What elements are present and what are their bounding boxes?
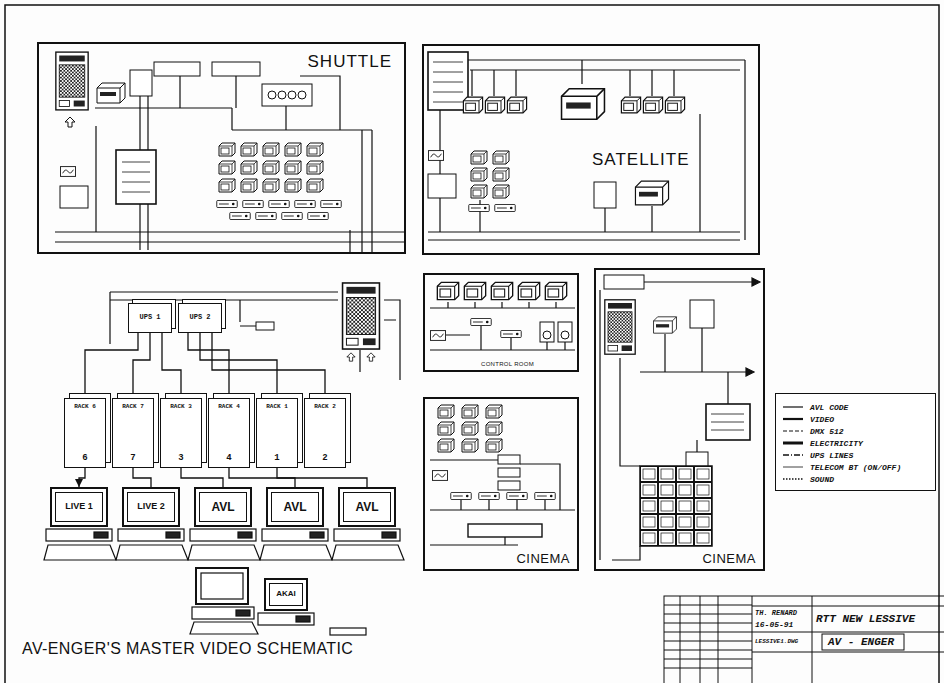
area-name: CINEMA: [700, 551, 758, 566]
node-label: RACK 1: [266, 404, 288, 410]
area-name: CINEMA: [514, 551, 572, 566]
node-label: LIVE 2: [137, 502, 165, 511]
node-label: AVL: [211, 501, 234, 514]
node-label: RACK 6: [74, 404, 96, 410]
computer-monitor: AKAI: [264, 578, 308, 611]
legend-text: AVL CODE: [810, 403, 848, 412]
legend-line-sample: [783, 442, 803, 445]
connector-line: [181, 468, 223, 487]
rack-number: 1: [274, 454, 279, 463]
node-label: RACK 2: [314, 404, 336, 410]
legend-row: DMX 512: [782, 425, 929, 437]
area-panel: CINEMA: [594, 268, 765, 571]
computer-monitor: AVL: [194, 487, 252, 527]
legend-swatch: [782, 415, 804, 423]
legend-text: SOUND: [810, 475, 834, 484]
legend-swatch: [782, 451, 804, 459]
node-label: AVL: [283, 501, 306, 514]
rack-number: 4: [226, 454, 231, 463]
legend-row: VIDEO: [782, 413, 929, 425]
node-label: AKAI: [276, 590, 296, 598]
legend-box: AVL CODE VIDEO DMX 512ELECTRICITY UPS LINES…: [775, 393, 936, 491]
diagram-title: AV-ENGER'S MASTER VIDEO SCHEMATIC: [20, 640, 355, 658]
node-label: UPS 2: [189, 314, 210, 321]
legend-text: DMX 512: [810, 427, 844, 436]
legend-row: SOUND: [782, 473, 929, 485]
legend-row: UPS LINES: [782, 449, 929, 461]
legend-swatch: [782, 427, 804, 435]
legend-line-sample: [783, 418, 803, 420]
legend-text: VIDEO: [810, 415, 834, 424]
legend-row: TELECOM BT (ON/OFF): [782, 461, 929, 473]
title-block-text: TH. RENARD: [755, 610, 797, 617]
connector-line: [133, 333, 150, 398]
rack-number: 2: [322, 454, 327, 463]
legend-text: TELECOM BT (ON/OFF): [810, 463, 901, 472]
node-label: LIVE 1: [65, 502, 93, 511]
node-label: RACK 3: [170, 404, 192, 410]
legend-text: UPS LINES: [810, 451, 853, 460]
node-label: RACK 4: [218, 404, 240, 410]
node-label: RACK 7: [122, 404, 144, 410]
rack-cabinet: RACK 4 4: [208, 398, 250, 468]
legend-swatch: [782, 475, 804, 483]
title-block-text: RTT NEW LESSIVE: [816, 614, 915, 625]
area-name: CONTROL ROOM: [479, 360, 536, 368]
legend-line-sample: [783, 406, 803, 407]
legend-line-sample: [783, 430, 803, 431]
connector-line: [277, 468, 367, 487]
title-block-text: AV - ENGER: [828, 637, 894, 648]
connector-line: [162, 333, 181, 398]
legend-text: ELECTRICITY: [810, 439, 863, 448]
legend-row: ELECTRICITY: [782, 437, 929, 449]
rack-number: 6: [82, 454, 87, 463]
ups-box: UPS 1: [128, 303, 172, 333]
rack-cabinet: RACK 1 1: [256, 398, 298, 468]
rack-number: 3: [178, 454, 183, 463]
ups-box: UPS 2: [178, 303, 222, 333]
connector-line: [188, 333, 229, 398]
connector-line: [85, 333, 138, 398]
node-label: AVL: [355, 501, 378, 514]
computer-monitor: AVL: [266, 487, 324, 527]
title-block-text: LESSIVE1.DWG: [755, 639, 798, 645]
area-panel: SATELLITE: [422, 44, 760, 255]
connector-line: [133, 468, 151, 487]
area-panel: CINEMA: [423, 397, 579, 571]
legend-swatch: [782, 403, 804, 411]
computer-monitor: LIVE 1: [50, 487, 108, 527]
legend-line-sample: [783, 478, 803, 479]
area-name: SHUTTLE: [306, 52, 394, 71]
legend-line-sample: [783, 454, 803, 456]
title-block-text: 16-05-91: [755, 621, 793, 629]
computer-monitor: AVL: [338, 487, 396, 527]
rack-number: 7: [130, 454, 135, 463]
connector-line: [212, 333, 325, 398]
rack-cabinet: RACK 7 7: [112, 398, 154, 468]
legend-swatch: [782, 463, 804, 471]
legend-line-sample: [783, 467, 803, 468]
rack-cabinet: RACK 6 6: [64, 398, 106, 468]
area-panel: SHUTTLE: [37, 42, 406, 254]
rack-cabinet: RACK 2 2: [304, 398, 346, 468]
area-name: SATELLITE: [590, 150, 692, 169]
node-label: UPS 1: [139, 314, 160, 321]
area-panel: CONTROL ROOM: [423, 273, 579, 372]
legend-row: AVL CODE: [782, 401, 929, 413]
connector-line: [79, 468, 85, 487]
computer-monitor: LIVE 2: [122, 487, 180, 527]
legend-swatch: [782, 439, 804, 447]
rack-cabinet: RACK 3 3: [160, 398, 202, 468]
